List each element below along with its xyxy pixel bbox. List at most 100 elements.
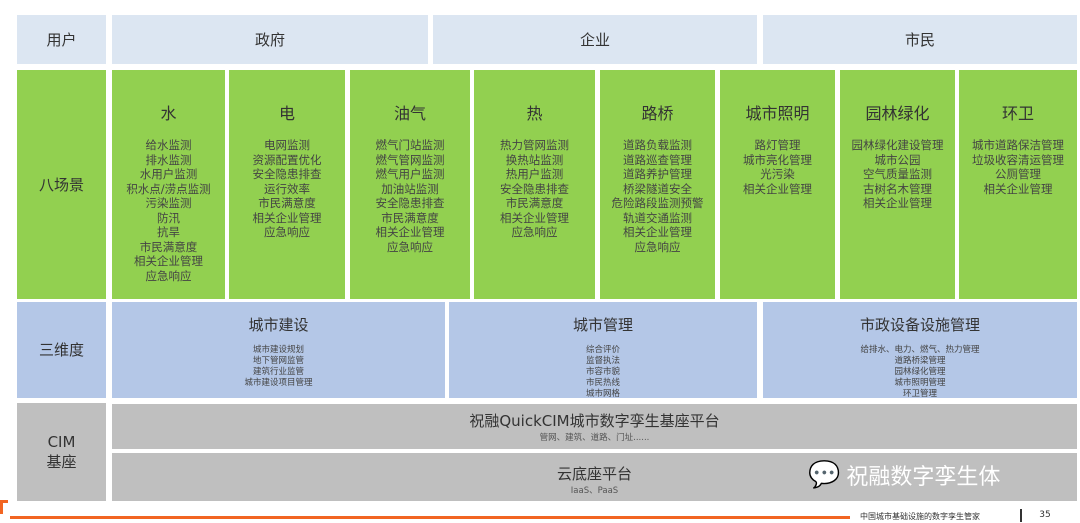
watermark-text: 祝融数字孪生体 — [846, 465, 1001, 490]
dimension-item: 地下管网监管 — [252, 356, 304, 366]
dimension-item: 建筑行业监管 — [252, 367, 304, 377]
scene-item: 相关企业管理 — [252, 210, 322, 225]
scene-item: 安全隐患排查 — [252, 167, 322, 181]
scene-item: 燃气用户监测 — [375, 167, 445, 181]
cim-platform-sub: 管网、建筑、道路、门址...... — [539, 433, 650, 443]
dimension-title: 城市管理 — [572, 316, 633, 334]
scene-item: 桥梁隧道安全 — [623, 181, 692, 196]
scene-card: 环卫城市道路保洁管理垃圾收容清运管理公厕管理相关企业管理 — [959, 70, 1077, 299]
dimension-card: 市政设备设施管理给排水、电力、燃气、热力管理道路桥梁管理园林绿化管理城市照明管理… — [763, 302, 1077, 399]
dimension-item: 给排水、电力、燃气、热力管理 — [860, 345, 980, 355]
scene-item: 污染监测 — [145, 196, 192, 210]
scene-item: 热力管网监测 — [500, 138, 569, 152]
scene-item: 热用户监测 — [505, 167, 564, 181]
dimension-item: 综合评价 — [585, 345, 620, 355]
scene-item: 加油站监测 — [381, 181, 439, 196]
scene-item: 运行效率 — [264, 181, 310, 196]
scene-item: 城市亮化管理 — [743, 152, 812, 167]
scene-item: 光污染 — [760, 167, 795, 181]
scene-item: 抗旱 — [157, 225, 180, 239]
row-label-users: 用户 — [17, 15, 106, 64]
scene-item: 应急响应 — [387, 239, 433, 254]
scene-item: 路灯管理 — [754, 138, 801, 152]
scene-item: 防汛 — [157, 210, 180, 225]
scene-item: 应急响应 — [145, 268, 192, 283]
scene-item: 燃气门站监测 — [375, 138, 445, 152]
footer-divider — [1020, 509, 1022, 522]
scene-card: 路桥道路负载监测道路巡查管理道路养护管理桥梁隧道安全危险路段监测预警轨道交通监测… — [600, 70, 715, 299]
dimension-title: 城市建设 — [248, 316, 309, 334]
scene-item: 给水监测 — [145, 138, 192, 152]
scene-card: 城市照明路灯管理城市亮化管理光污染相关企业管理 — [720, 70, 835, 299]
scene-item: 应急响应 — [264, 225, 310, 239]
user-enterprise: 企业 — [433, 15, 757, 64]
scene-item: 相关企业管理 — [743, 181, 812, 196]
dimension-item: 城市建设规划 — [252, 345, 304, 355]
dimension-item: 园林绿化管理 — [894, 367, 946, 377]
dimension-item: 城市网格 — [585, 389, 620, 399]
scene-item: 换热站监测 — [505, 152, 564, 167]
scene-item: 城市道路保洁管理 — [972, 138, 1064, 152]
scene-title: 园林绿化 — [865, 104, 930, 123]
scene-item: 水用户监测 — [139, 167, 198, 181]
scene-item: 市民满意度 — [258, 196, 316, 210]
scene-item: 相关企业管理 — [863, 196, 932, 210]
user-citizen: 市民 — [763, 15, 1077, 64]
cim-platform-title: 祝融QuickCIM城市数字孪生基座平台 — [469, 412, 720, 430]
scene-item: 城市公园 — [874, 152, 921, 167]
cim-platform: 祝融QuickCIM城市数字孪生基座平台 管网、建筑、道路、门址...... — [112, 404, 1077, 449]
scene-card: 热热力管网监测换热站监测热用户监测安全隐患排查市民满意度相关企业管理应急响应 — [474, 70, 595, 299]
watermark: 💬 祝融数字孪生体 — [808, 455, 1058, 495]
dimension-item: 道路桥梁管理 — [894, 356, 946, 366]
dimension-item: 市容市貌 — [585, 367, 620, 377]
dimension-item: 城市建设项目管理 — [244, 378, 313, 388]
scene-item: 电网监测 — [264, 138, 310, 152]
scene-item: 相关企业管理 — [500, 210, 569, 225]
user-government: 政府 — [112, 15, 428, 64]
dimension-item: 监督执法 — [585, 356, 620, 366]
scene-title: 路桥 — [641, 104, 674, 123]
scene-item: 排水监测 — [145, 152, 192, 167]
cloud-platform-sub: IaaS、PaaS — [570, 486, 619, 496]
scene-card: 油气燃气门站监测燃气管网监测燃气用户监测加油站监测安全隐患排查市民满意度相关企业… — [350, 70, 470, 299]
scene-item: 古树名木管理 — [863, 181, 932, 196]
scene-item: 园林绿化建设管理 — [851, 138, 944, 152]
scene-item: 危险路段监测预警 — [611, 196, 704, 210]
scene-item: 安全隐患排查 — [375, 196, 445, 210]
dimension-item: 市民热线 — [585, 378, 620, 388]
scene-item: 公厕管理 — [995, 167, 1041, 181]
dimension-title: 市政设备设施管理 — [859, 316, 980, 334]
scene-item: 资源配置优化 — [252, 152, 322, 167]
scene-item: 道路负载监测 — [623, 138, 692, 152]
scene-item: 安全隐患排查 — [500, 181, 569, 196]
scene-card: 园林绿化园林绿化建设管理城市公园空气质量监测古树名木管理相关企业管理 — [840, 70, 955, 299]
row-label-dimensions: 三维度 — [17, 302, 106, 398]
page-number: 35 — [1039, 510, 1051, 520]
cloud-platform-title: 云底座平台 — [556, 465, 632, 483]
dimension-card: 城市建设城市建设规划地下管网监管建筑行业监管城市建设项目管理 — [112, 302, 445, 398]
scene-item: 燃气管网监测 — [375, 152, 445, 167]
cloud-platform: 云底座平台 IaaS、PaaS — [112, 453, 1077, 501]
scene-item: 道路养护管理 — [623, 167, 692, 181]
row-label-scenes: 八场景 — [17, 70, 106, 299]
scene-item: 空气质量监测 — [863, 167, 932, 181]
footer-line — [10, 516, 850, 519]
scene-item: 垃圾收容清运管理 — [972, 152, 1064, 167]
corner-decoration — [0, 500, 8, 514]
scene-item: 积水点/涝点监测 — [126, 181, 211, 196]
scene-title: 油气 — [393, 104, 426, 123]
scene-title: 热 — [526, 104, 543, 123]
scene-item: 轨道交通监测 — [623, 210, 692, 225]
dimension-item: 环卫管理 — [902, 389, 937, 399]
scene-item: 相关企业管理 — [623, 225, 692, 239]
scene-title: 城市照明 — [745, 104, 810, 123]
scene-item: 应急响应 — [634, 239, 681, 254]
scene-card: 电电网监测资源配置优化安全隐患排查运行效率市民满意度相关企业管理应急响应 — [229, 70, 345, 299]
scene-card: 水给水监测排水监测水用户监测积水点/涝点监测污染监测防汛抗旱市民满意度相关企业管… — [112, 70, 225, 299]
scene-item: 道路巡查管理 — [623, 152, 692, 167]
footer-text: 中国城市基础设施的数字孪生管家 — [860, 512, 980, 521]
scene-title: 水 — [160, 104, 177, 123]
scene-item: 相关企业管理 — [375, 225, 445, 239]
scene-title: 电 — [278, 104, 295, 123]
scene-item: 相关企业管理 — [983, 181, 1053, 196]
